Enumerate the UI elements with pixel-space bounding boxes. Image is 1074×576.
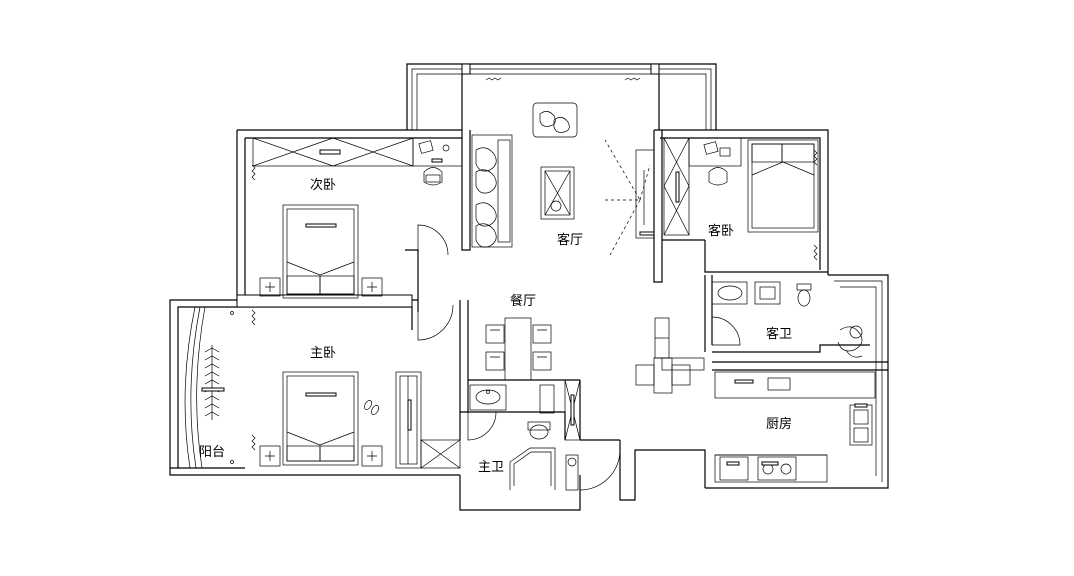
bed-icon bbox=[282, 204, 359, 299]
balcony-arc bbox=[170, 306, 245, 469]
room-labels: 次卧 客厅 客卧 餐厅 客卫 主卧 厨房 阳台 主卫 bbox=[199, 177, 792, 475]
armchair-icon bbox=[532, 102, 578, 138]
bed-icon bbox=[747, 139, 819, 233]
master-bedroom-furniture bbox=[259, 371, 461, 469]
stove-icon bbox=[757, 456, 797, 481]
toilet-icon bbox=[796, 283, 812, 307]
sofa-icon bbox=[471, 134, 513, 248]
room-label-balcony: 阳台 bbox=[199, 445, 225, 460]
living-room-furniture bbox=[471, 102, 690, 248]
dining-table-icon bbox=[485, 317, 552, 381]
tv-cabinet-icon bbox=[635, 137, 690, 239]
room-label-living: 客厅 bbox=[557, 232, 583, 248]
room-label-master-bath: 主卫 bbox=[478, 460, 504, 475]
living-balcony bbox=[406, 63, 717, 130]
kitchen-fixtures bbox=[714, 371, 876, 483]
room-label-guest-bath: 客卫 bbox=[766, 326, 792, 342]
wardrobe-icon bbox=[395, 371, 461, 469]
doors bbox=[417, 139, 741, 491]
coffee-table-icon bbox=[540, 166, 575, 220]
room-label-guest-bedroom: 客卧 bbox=[708, 223, 734, 239]
bed-icon bbox=[282, 371, 359, 466]
room-label-second-bedroom: 次卧 bbox=[310, 177, 336, 193]
room-label-dining: 餐厅 bbox=[510, 293, 536, 309]
master-bath-fixtures bbox=[469, 379, 581, 491]
room-label-kitchen: 厨房 bbox=[766, 416, 792, 432]
guest-bedroom-furniture bbox=[688, 137, 819, 233]
furniture-annotations bbox=[201, 158, 868, 466]
shower-icon bbox=[837, 325, 863, 358]
second-bedroom-furniture bbox=[252, 137, 463, 299]
slippers-icon bbox=[364, 400, 379, 415]
toilet-icon bbox=[527, 421, 551, 440]
dining-furniture bbox=[485, 317, 705, 394]
guest-bath-fixtures bbox=[711, 281, 863, 358]
interior-walls bbox=[236, 130, 888, 451]
room-label-master-bedroom: 主卧 bbox=[310, 346, 336, 361]
